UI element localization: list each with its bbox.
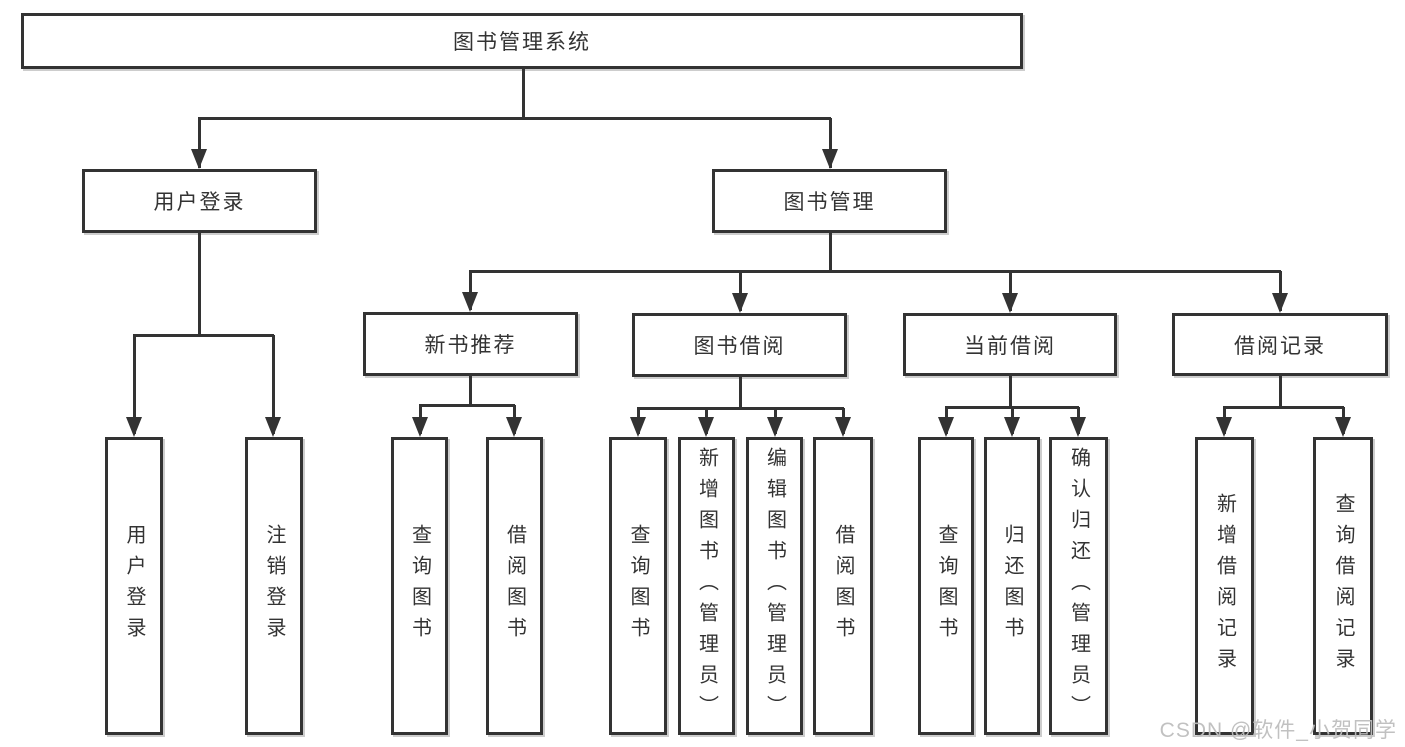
node-label: 借阅记录 (1234, 334, 1326, 358)
leaf-query-books-current: 查询图书 (918, 437, 974, 735)
node-label: 查询图书 (627, 524, 649, 648)
arrow-down-icon (1004, 417, 1020, 437)
leaf-borrow-books: 借阅图书 (813, 437, 873, 735)
connector-line (469, 271, 472, 310)
node-label: 确认归还（管理员） (1067, 446, 1090, 726)
leaf-borrow-books-recommend: 借阅图书 (486, 437, 543, 735)
connector-line (739, 377, 742, 410)
connector-line (198, 233, 201, 337)
node-label: 用户登录 (123, 524, 145, 648)
node-label: 当前借阅 (964, 334, 1056, 358)
connector-line (1223, 406, 1344, 409)
arrow-down-icon (191, 149, 207, 169)
connector-line (272, 335, 275, 434)
arrow-down-icon (698, 417, 714, 437)
node-label: 用户登录 (153, 191, 246, 214)
leaf-query-borrow-record: 查询借阅记录 (1313, 437, 1373, 735)
connector-line (198, 117, 831, 120)
connector-line (945, 406, 1079, 409)
leaf-edit-book-admin: 编辑图书（管理员） (746, 437, 803, 735)
node-label: 借阅图书 (832, 524, 854, 648)
node-root: 图书管理系统 (21, 13, 1023, 69)
node-label: 图书管理系统 (453, 31, 591, 54)
arrow-down-icon (1216, 417, 1232, 437)
connector-line (1279, 376, 1282, 409)
node-label: 查询图书 (935, 524, 957, 648)
node-label: 编辑图书（管理员） (763, 446, 786, 726)
connector-line (829, 118, 832, 168)
arrow-down-icon (938, 417, 954, 437)
leaf-confirm-return-admin: 确认归还（管理员） (1049, 437, 1108, 735)
node-current-borrow: 当前借阅 (903, 313, 1117, 376)
arrow-down-icon (1272, 293, 1288, 313)
connector-line (133, 335, 136, 434)
arrow-down-icon (462, 292, 478, 312)
connector-line (469, 270, 1281, 273)
arrow-down-icon (265, 417, 281, 437)
watermark: CSDN @软件_小贺同学 (1159, 719, 1397, 742)
arrow-down-icon (412, 417, 428, 437)
node-label: 新增图书（管理员） (695, 446, 718, 726)
connector-line (739, 271, 742, 311)
arrow-down-icon (732, 293, 748, 313)
leaf-query-books-borrow: 查询图书 (609, 437, 667, 735)
arrow-down-icon (506, 417, 522, 437)
node-label: 归还图书 (1001, 524, 1023, 648)
connector-line (1009, 376, 1012, 409)
node-label: 借阅图书 (503, 524, 526, 648)
arrow-down-icon (767, 417, 783, 437)
node-label: 新书推荐 (424, 334, 517, 357)
node-borrow-records: 借阅记录 (1172, 313, 1388, 376)
leaf-query-books-recommend: 查询图书 (391, 437, 448, 735)
arrow-down-icon (835, 417, 851, 437)
node-book-borrow: 图书借阅 (632, 313, 847, 377)
node-label: 新增借阅记录 (1213, 493, 1236, 679)
connector-line (522, 68, 525, 120)
node-label: 查询图书 (408, 524, 431, 648)
arrow-down-icon (630, 417, 646, 437)
node-label: 图书管理 (783, 191, 876, 214)
arrow-down-icon (1335, 417, 1351, 437)
node-label: 注销登录 (263, 524, 285, 648)
node-new-book-recommend: 新书推荐 (363, 312, 578, 376)
node-label: 查询借阅记录 (1332, 493, 1354, 679)
leaf-add-book-admin: 新增图书（管理员） (678, 437, 735, 735)
arrow-down-icon (822, 149, 838, 169)
arrow-down-icon (1070, 417, 1086, 437)
arrow-down-icon (126, 417, 142, 437)
connector-line (198, 118, 201, 168)
node-label: 图书借阅 (693, 335, 786, 358)
connector-line (1279, 271, 1282, 311)
connector-line (133, 334, 274, 337)
connector-line (469, 375, 472, 407)
connector-line (829, 233, 832, 273)
leaf-return-books: 归还图书 (984, 437, 1040, 735)
node-user-login: 用户登录 (82, 169, 317, 233)
connector-line (419, 404, 515, 407)
node-book-management: 图书管理 (712, 169, 947, 233)
arrow-down-icon (1002, 293, 1018, 313)
leaf-user-login: 用户登录 (105, 437, 163, 735)
leaf-logout: 注销登录 (245, 437, 303, 735)
leaf-add-borrow-record: 新增借阅记录 (1195, 437, 1254, 735)
connector-line (637, 407, 844, 410)
connector-line (1009, 271, 1012, 311)
